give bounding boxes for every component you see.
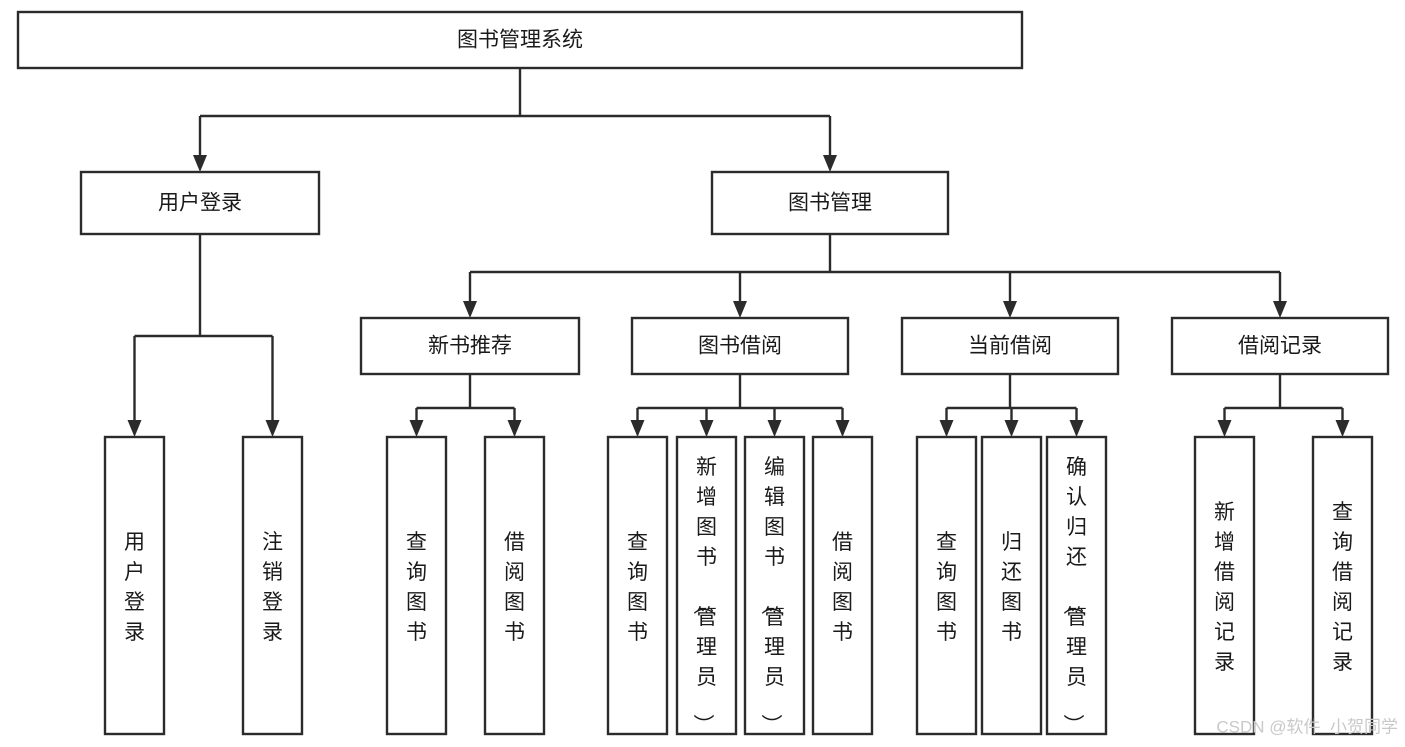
node-label: 查询图书 <box>406 531 427 644</box>
node-layer: 图书管理系统用户登录图书管理新书推荐图书借阅当前借阅借阅记录用户登录注销登录查询… <box>16 10 1390 736</box>
edge-group-user-login-children <box>127 234 280 437</box>
node-leaf-borrow-book-2[interactable]: 借阅图书 <box>811 435 874 736</box>
edge-group-new-book-rec-children <box>409 374 522 437</box>
node-label: 新增图书（管理员） <box>691 456 717 735</box>
node-label: 新书推荐 <box>428 335 512 358</box>
node-book-manage[interactable]: 图书管理 <box>710 170 950 236</box>
node-label: 新增借阅记录 <box>1214 501 1235 674</box>
node-leaf-borrow-book-1[interactable]: 借阅图书 <box>483 435 546 736</box>
edge-group-current-borrow-children <box>939 374 1084 437</box>
node-book-borrow[interactable]: 图书借阅 <box>630 316 850 376</box>
edge-group-book-manage-children <box>463 234 1287 318</box>
node-new-book-rec[interactable]: 新书推荐 <box>359 316 581 376</box>
edge-group-root-children <box>193 68 837 172</box>
node-leaf-query-book-3[interactable]: 查询图书 <box>915 435 978 736</box>
node-label: 图书管理 <box>788 192 872 215</box>
node-label: 图书管理系统 <box>457 29 583 52</box>
node-leaf-add-book[interactable]: 新增图书（管理员） <box>675 435 738 736</box>
node-leaf-query-record[interactable]: 查询借阅记录 <box>1311 435 1374 736</box>
connector-layer <box>127 68 1350 437</box>
node-leaf-confirm-return[interactable]: 确认归还（管理员） <box>1045 435 1108 736</box>
node-borrow-record[interactable]: 借阅记录 <box>1170 316 1390 376</box>
node-leaf-user-login[interactable]: 用户登录 <box>103 435 166 736</box>
node-label: 用户登录 <box>158 192 242 215</box>
node-label: 查询图书 <box>627 531 648 644</box>
node-leaf-edit-book[interactable]: 编辑图书（管理员） <box>743 435 806 736</box>
node-label: 确认归还（管理员） <box>1061 456 1087 735</box>
node-leaf-query-book-2[interactable]: 查询图书 <box>606 435 669 736</box>
node-label: 归还图书 <box>1001 531 1022 644</box>
node-leaf-logout[interactable]: 注销登录 <box>241 435 304 736</box>
edge-group-borrow-record-children <box>1217 374 1350 437</box>
node-label: 用户登录 <box>124 531 145 644</box>
node-label: 编辑图书（管理员） <box>759 456 785 735</box>
node-label: 查询图书 <box>936 531 957 644</box>
node-leaf-return-book[interactable]: 归还图书 <box>980 435 1043 736</box>
node-leaf-add-record[interactable]: 新增借阅记录 <box>1193 435 1256 736</box>
node-current-borrow[interactable]: 当前借阅 <box>900 316 1120 376</box>
node-label: 借阅图书 <box>832 531 853 644</box>
node-label: 借阅记录 <box>1238 335 1322 358</box>
csdn-watermark: CSDN @软件_小贺同学 <box>1216 717 1398 736</box>
node-label: 图书借阅 <box>698 335 782 358</box>
node-label: 当前借阅 <box>968 335 1052 358</box>
node-label: 借阅图书 <box>504 531 525 644</box>
node-label: 查询借阅记录 <box>1332 501 1353 674</box>
node-leaf-query-book-1[interactable]: 查询图书 <box>385 435 448 736</box>
node-label: 注销登录 <box>262 531 283 644</box>
node-user-login[interactable]: 用户登录 <box>79 170 321 236</box>
edge-group-book-borrow-children <box>630 374 850 437</box>
node-root[interactable]: 图书管理系统 <box>16 10 1024 70</box>
